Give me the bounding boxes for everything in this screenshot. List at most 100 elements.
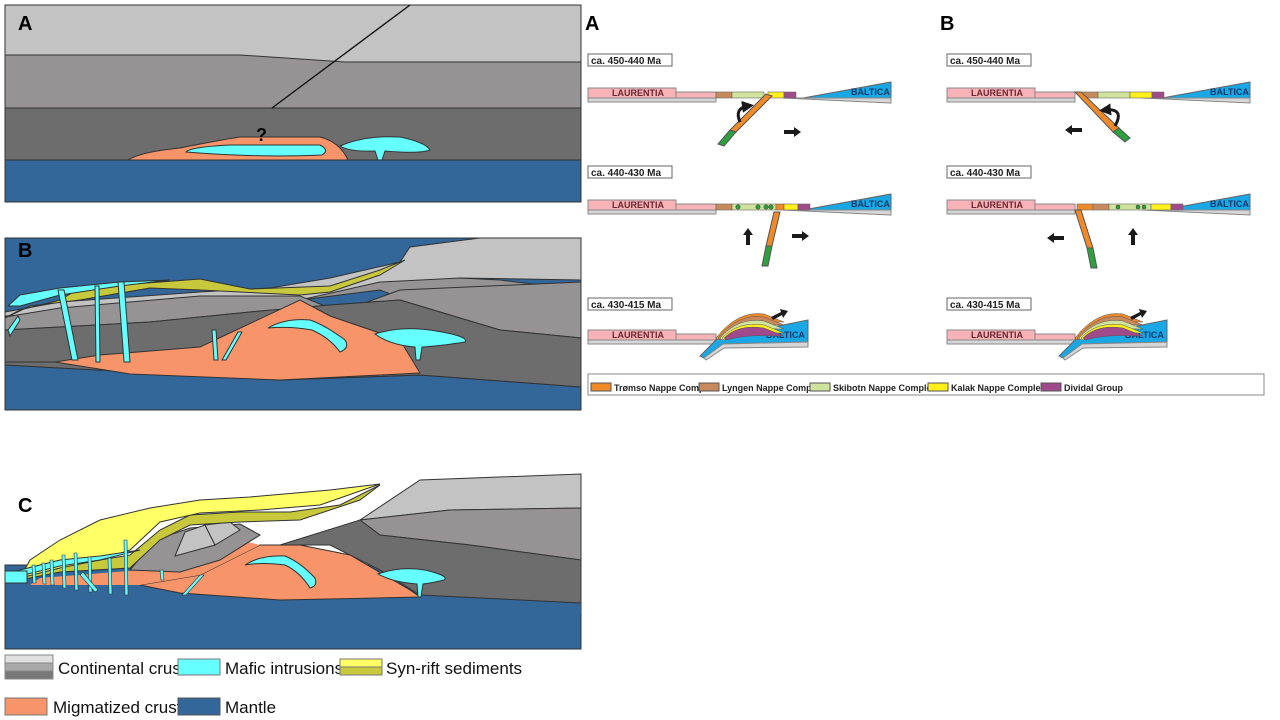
laurentia-base (946, 209, 1076, 215)
baltica-label: BALTICA (1210, 87, 1249, 97)
legend-label: Migmatized crust (53, 698, 182, 717)
plate-motion-arrow (1065, 125, 1082, 135)
laurentia-base (587, 339, 717, 345)
uncertainty-mark: ? (256, 125, 267, 145)
mantle-swatch (177, 697, 221, 716)
baltica-label: BALTICA (766, 330, 805, 340)
age-box (587, 165, 673, 179)
laurentia-base (946, 97, 1076, 103)
dividal-nappe-segment (797, 203, 811, 211)
laurentia-margin (1034, 91, 1076, 99)
mafic-dike (41, 562, 47, 585)
mafic-dike-swarm (31, 539, 205, 596)
laurentia-base (587, 209, 717, 215)
age-box (587, 297, 673, 311)
lyngen-swatch (698, 382, 720, 392)
mafic-dike (123, 539, 129, 596)
legend-label: Trømso Nappe Complex (614, 383, 717, 393)
mafic-arch-intrusion (267, 319, 348, 353)
model-a-label: A (585, 13, 599, 35)
skibotn-swatch (809, 382, 831, 392)
uplift-arrow (1128, 228, 1138, 245)
age-box (587, 53, 673, 67)
thrust-direction-arrow (771, 309, 788, 320)
mafic-dike (7, 315, 21, 338)
section-c-label: C (18, 495, 32, 517)
cross-section-b: B (4, 237, 582, 411)
baltica-base (703, 341, 809, 361)
lyngen-nappe-segment (715, 91, 733, 99)
kalak-swatch (927, 382, 949, 392)
mafic-dike (79, 571, 99, 593)
age-box (946, 165, 1032, 179)
dividal-nappe-segment (783, 91, 797, 99)
legend-item-lyngen: Lyngen Nappe Complex (698, 382, 824, 393)
dividal-swatch (1040, 382, 1062, 392)
dividal-nappe-segment (1170, 203, 1184, 211)
lyngen-nappe-segment (715, 203, 733, 211)
laurentia-margin (675, 203, 717, 211)
synrift-swatch (339, 658, 383, 668)
ophiolite-fragment (763, 204, 769, 210)
mafic-dike (117, 281, 131, 363)
tromso-slab (1074, 209, 1094, 249)
legend-label: Dividal Group (1064, 383, 1124, 393)
rotation-arrow (1099, 103, 1120, 127)
baltica-base (782, 209, 892, 216)
tromso-slab (729, 93, 773, 133)
thrust-direction-arrow (1130, 309, 1147, 320)
cross-section-c: C (4, 473, 582, 650)
nappe-legend: Trømso Nappe Complex Lyngen Nappe Comple… (587, 373, 1265, 396)
dividal-nappe-stack (723, 326, 785, 341)
laurentia-base (946, 339, 1076, 345)
migmatized-swatch (4, 697, 48, 716)
section-b-label: B (18, 240, 32, 262)
baltica-base (1062, 341, 1168, 361)
legend-item-migmatized-crust: Migmatized crust (4, 697, 182, 717)
laurentia-base (587, 97, 717, 103)
tromso-nappe-segment (775, 203, 785, 211)
laurentia-margin (675, 333, 717, 341)
legend-label: Skibotn Nappe Complex (833, 383, 937, 393)
tromso-swatch (590, 382, 612, 392)
uplift-arrow (743, 228, 753, 245)
ophiolite-fragment (1115, 204, 1121, 210)
laurentia-label: LAURENTIA (971, 330, 1023, 340)
legend-item-mantle: Mantle (177, 697, 276, 717)
lyngen-nappe-segment (1092, 203, 1110, 211)
ophiolite-fragment (768, 204, 774, 210)
stage-age-label: ca. 450-440 Ma (591, 56, 661, 67)
tromso-nappe-segment (1076, 203, 1094, 211)
mafic-dike (31, 564, 37, 584)
cross-section-a: A ? (4, 4, 582, 203)
dividal-nappe-stack (1082, 326, 1144, 341)
laurentia-margin (1034, 203, 1076, 211)
mafic-mushroom-intrusion (373, 328, 467, 361)
section-a-label: A (18, 13, 32, 35)
model-b-label: B (940, 13, 954, 35)
kalak-nappe-segment (1129, 91, 1153, 99)
mafic-dike (57, 289, 79, 361)
oceanic-slab (761, 245, 773, 267)
stage-age-label: ca. 450-440 Ma (950, 56, 1020, 67)
mafic-intrusion-body (185, 144, 326, 157)
main-legend: Continental crust Mafic intrusions Syn-r… (4, 654, 522, 717)
laurentia-margin (1034, 333, 1076, 341)
mafic-swatch (177, 658, 221, 676)
legend-label: Syn-rift sediments (386, 659, 522, 678)
continental-crust-swatch-upper (4, 654, 54, 664)
mafic-dike (49, 559, 55, 586)
legend-item-synrift-sediments: Syn-rift sediments (339, 658, 522, 678)
mafic-dike (181, 574, 205, 596)
rotation-arrow (736, 100, 754, 123)
age-box (946, 297, 1032, 311)
laurentia-label: LAURENTIA (971, 200, 1023, 210)
upper-crust-layer (4, 4, 582, 63)
stage-age-label: ca. 440-430 Ma (591, 168, 661, 179)
skibotn-nappe-segment (1097, 91, 1131, 99)
age-box (946, 53, 1032, 67)
